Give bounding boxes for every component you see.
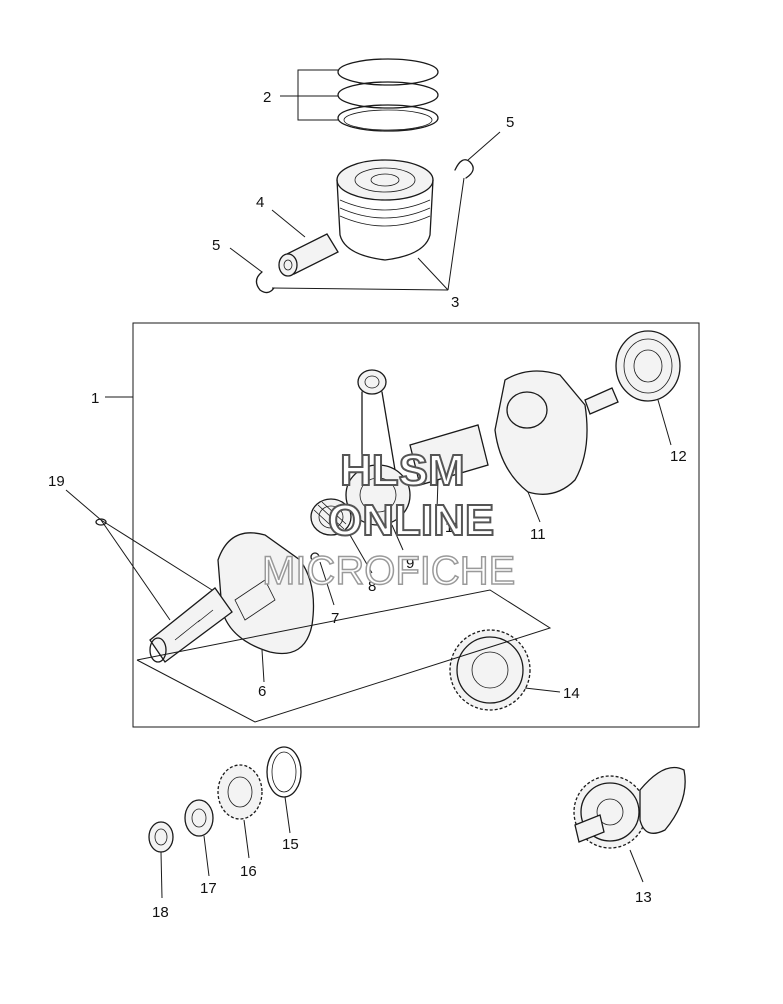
callout-14: 14 xyxy=(563,685,580,702)
callout-labels: 2 5 4 5 3 1 19 12 10 11 9 8 7 6 14 15 16… xyxy=(48,89,687,921)
connecting-rod xyxy=(345,369,411,526)
needle-bearing xyxy=(310,498,352,536)
callout-8: 8 xyxy=(368,578,376,595)
crank-dowel-pin xyxy=(310,552,320,562)
crank-pin xyxy=(409,424,489,486)
lock-washer xyxy=(184,799,214,837)
watermark-line-2: ONLINE xyxy=(328,496,494,545)
primary-drive-gear xyxy=(449,629,531,711)
small-gear xyxy=(217,764,263,820)
callout-5-upper: 5 xyxy=(506,114,514,131)
woodruff-key xyxy=(95,518,107,526)
callout-16: 16 xyxy=(240,863,257,880)
callout-15: 15 xyxy=(282,836,299,853)
callout-17: 17 xyxy=(200,880,217,897)
callout-6: 6 xyxy=(258,683,266,700)
ball-bearing xyxy=(615,330,681,402)
watermark-line-1: HLSM xyxy=(340,446,465,495)
piston-pin-clip-upper xyxy=(454,159,474,179)
watermark: HLSM ONLINE MICROFICHE xyxy=(261,445,516,594)
callout-9: 9 xyxy=(406,555,414,572)
crankshaft-right xyxy=(494,370,619,495)
callout-13: 13 xyxy=(635,889,652,906)
crankshaft-left xyxy=(149,532,315,663)
nut xyxy=(148,821,174,853)
washer xyxy=(266,746,302,798)
watermark-line-3: MICROFICHE xyxy=(262,549,515,593)
callout-19: 19 xyxy=(48,473,65,490)
callout-4: 4 xyxy=(256,194,264,211)
callout-18: 18 xyxy=(152,904,169,921)
piston-pin xyxy=(278,233,339,277)
callout-11: 11 xyxy=(530,526,546,543)
callout-7: 7 xyxy=(331,610,339,627)
callout-1: 1 xyxy=(91,390,99,407)
crankshaft-assembly-frame xyxy=(132,322,700,728)
callout-10: 10 xyxy=(445,519,462,536)
callout-3: 3 xyxy=(451,294,459,311)
balancer-shaft xyxy=(573,766,686,849)
callout-5-lower: 5 xyxy=(212,237,220,254)
piston-rings xyxy=(337,58,439,132)
leader-lines xyxy=(65,69,672,899)
callout-2: 2 xyxy=(263,89,271,106)
piston xyxy=(336,159,434,261)
piston-pin-clip-lower xyxy=(255,271,275,294)
callout-12: 12 xyxy=(670,448,687,465)
